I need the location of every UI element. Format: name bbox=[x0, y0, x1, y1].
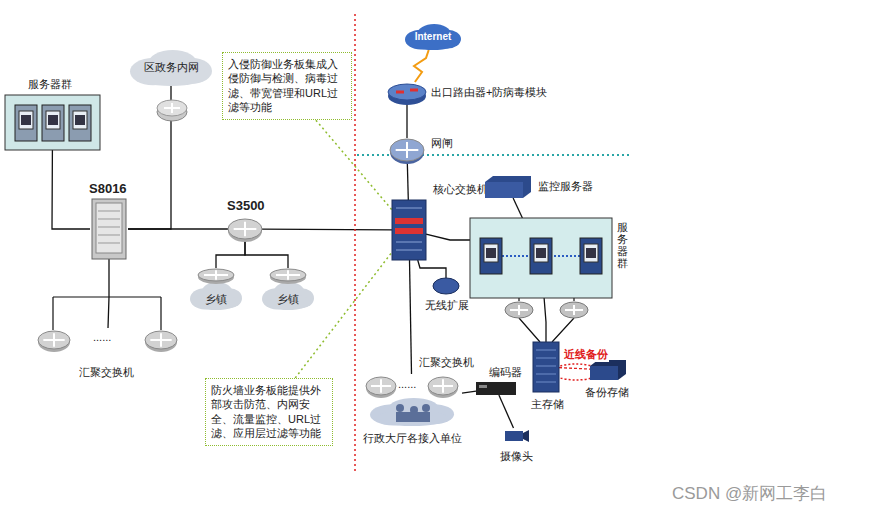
callout-box: 入侵防御业务板集成入侵防御与检测、病毒过滤、带宽管理和URL过滤等功能 bbox=[222, 52, 352, 120]
node-label: 主存储 bbox=[530, 398, 565, 411]
monitor-server-icon bbox=[485, 176, 531, 198]
gateway: 网闸 bbox=[390, 138, 424, 162]
router: 出口路由器+防病毒模块 bbox=[388, 82, 426, 104]
edge-label: 近线备份 bbox=[563, 347, 609, 362]
town-network: 乡镇 bbox=[262, 268, 314, 310]
main-storage-icon bbox=[533, 342, 559, 392]
access-switch: S3500 bbox=[228, 218, 262, 240]
wireless-ap: 无线扩展 bbox=[433, 278, 459, 294]
main-storage: 主存储 bbox=[533, 342, 559, 392]
connector bbox=[128, 228, 228, 229]
node-label: 网闸 bbox=[430, 137, 454, 150]
node-label: 服务器群 bbox=[617, 221, 628, 269]
node-label: 乡镇 bbox=[277, 293, 299, 306]
router-icon bbox=[157, 100, 187, 121]
node-label: 汇聚交换机 bbox=[418, 356, 475, 369]
bus-line bbox=[53, 297, 161, 330]
encoder: 编码器 bbox=[476, 382, 516, 395]
connector bbox=[418, 260, 446, 278]
backup-storage: 备份存储 bbox=[590, 360, 626, 380]
node-label: 服务器群 bbox=[27, 78, 73, 91]
server-group: 服务器群 bbox=[470, 218, 612, 298]
node-label: S3500 bbox=[226, 198, 266, 214]
connector bbox=[316, 120, 392, 210]
node-label: 摄像头 bbox=[499, 450, 534, 463]
camera: 摄像头 bbox=[505, 428, 529, 444]
node-label: S8016 bbox=[88, 181, 128, 197]
watermark: CSDN @新网工李白 bbox=[672, 482, 827, 505]
encoder-icon bbox=[476, 382, 516, 395]
boundary-line bbox=[354, 14, 356, 472]
core-switch-icon bbox=[90, 199, 128, 259]
connector bbox=[414, 50, 429, 82]
ellipsis-mark: ...... bbox=[93, 331, 111, 343]
node-label: 编码器 bbox=[488, 366, 523, 379]
connector bbox=[559, 368, 590, 370]
monitor-server: 监控服务器 bbox=[485, 176, 531, 198]
gateway-icon bbox=[390, 138, 424, 162]
core-switch: S8016 bbox=[90, 199, 128, 259]
router-icon bbox=[388, 82, 426, 104]
node-label: 行政大厅各接入单位 bbox=[362, 432, 463, 445]
connector bbox=[462, 391, 476, 393]
server-group-icon bbox=[5, 95, 100, 150]
cloud-network: 区政务内网 bbox=[130, 50, 212, 86]
connector bbox=[262, 228, 392, 230]
core-switch-icon bbox=[392, 200, 426, 260]
node-label: 监控服务器 bbox=[537, 180, 594, 193]
backup-storage-icon bbox=[590, 360, 626, 380]
node-label: 出口路由器+防病毒模块 bbox=[430, 86, 548, 99]
wireless-ap-icon bbox=[433, 278, 459, 294]
node-label: 区政务内网 bbox=[144, 61, 199, 74]
server-group: 服务器群 bbox=[5, 95, 100, 150]
connector bbox=[407, 162, 408, 200]
node-label: 核心交换机 bbox=[432, 183, 489, 196]
ellipsis-mark: ...... bbox=[398, 378, 416, 390]
connector bbox=[245, 240, 288, 268]
server-group-icon bbox=[470, 218, 612, 298]
connector bbox=[216, 240, 245, 268]
node-label: 备份存储 bbox=[584, 386, 630, 399]
node-label: 汇聚交换机 bbox=[78, 366, 135, 379]
connector bbox=[108, 259, 109, 328]
camera-icon bbox=[505, 428, 529, 444]
internet-cloud: Internet bbox=[405, 24, 461, 50]
access-switch-icon bbox=[228, 218, 262, 240]
connector bbox=[426, 234, 470, 240]
connector bbox=[52, 150, 90, 229]
callout-box: 防火墙业务板能提供外部攻击防范、内网安全、流量监控、URL过滤、应用层过滤等功能 bbox=[205, 378, 333, 446]
callout-text: 入侵防御业务板集成入侵防御与检测、病毒过滤、带宽管理和URL过滤等功能 bbox=[228, 57, 346, 114]
connector bbox=[295, 252, 392, 378]
connector bbox=[544, 298, 546, 342]
connector bbox=[406, 104, 407, 138]
node-label: Internet bbox=[415, 31, 452, 43]
connector bbox=[410, 260, 412, 374]
connector bbox=[499, 395, 514, 428]
connector bbox=[513, 198, 522, 218]
callout-text: 防火墙业务板能提供外部攻击防范、内网安全、流量监控、URL过滤、应用层过滤等功能 bbox=[211, 383, 327, 440]
town-network: 乡镇 bbox=[190, 268, 242, 310]
node-label: 无线扩展 bbox=[424, 299, 470, 312]
switch-icon bbox=[505, 302, 588, 318]
node-label: 乡镇 bbox=[205, 293, 227, 306]
core-switch: 核心交换机 bbox=[392, 200, 426, 260]
